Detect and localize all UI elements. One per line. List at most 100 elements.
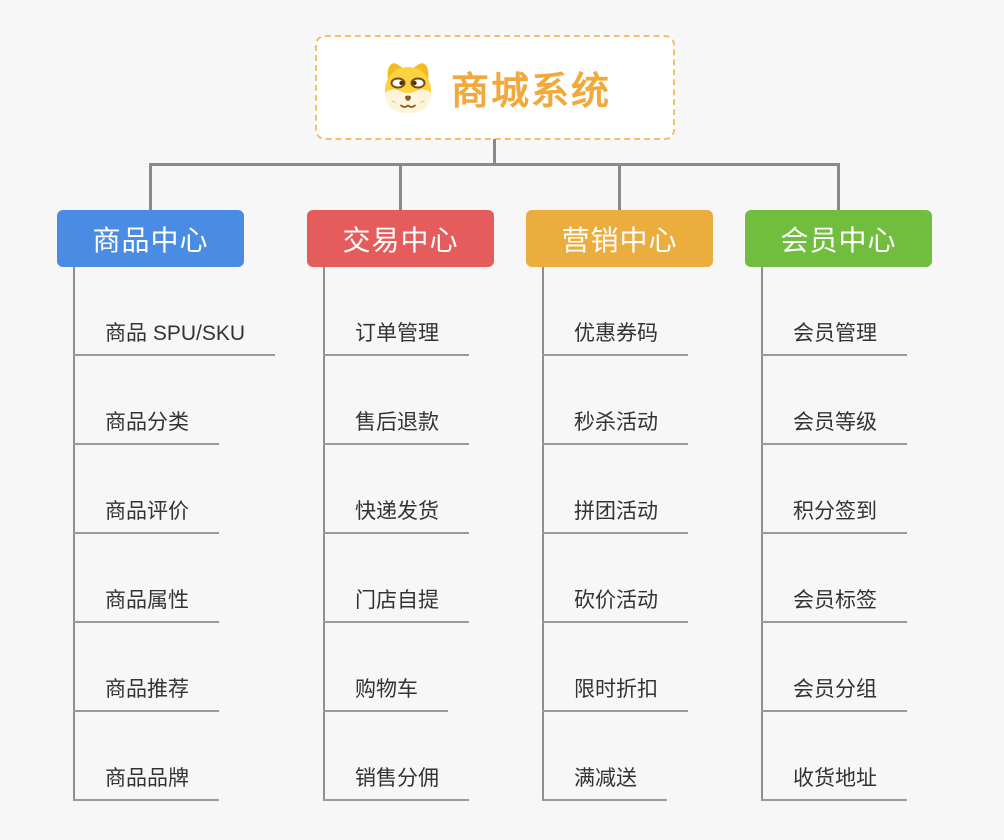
leaf-node[interactable]: 砍价活动	[542, 584, 688, 623]
branch-trunk-line	[323, 267, 325, 801]
doge-icon	[379, 61, 437, 115]
leaf-label: 商品属性	[105, 589, 189, 612]
leaf-node[interactable]: 购物车	[323, 673, 448, 712]
leaf-label: 拼团活动	[574, 500, 658, 523]
leaf-node[interactable]: 秒杀活动	[542, 406, 688, 445]
leaf-row: 快递发货	[307, 445, 469, 534]
branch-trunk-line	[761, 267, 763, 801]
leaf-row: 优惠券码	[526, 267, 688, 356]
branch-box[interactable]: 交易中心	[307, 210, 494, 267]
connector-line	[149, 163, 152, 212]
leaf-row: 商品 SPU/SKU	[57, 267, 276, 356]
leaf-node[interactable]: 商品 SPU/SKU	[73, 317, 276, 356]
leaf-label: 商品品牌	[105, 767, 189, 790]
connector-line	[149, 163, 840, 166]
leaf-node[interactable]: 门店自提	[323, 584, 469, 623]
leaf-row: 砍价活动	[526, 534, 688, 623]
branch-label: 商品中心	[92, 224, 209, 256]
leaf-label: 售后退款	[355, 411, 439, 434]
leaf-node[interactable]: 售后退款	[323, 406, 469, 445]
leaf-row: 收货地址	[745, 712, 907, 801]
leaf-row: 会员管理	[745, 267, 907, 356]
leaf-node[interactable]: 会员分组	[761, 673, 907, 712]
leaf-node[interactable]: 会员管理	[761, 317, 907, 356]
leaf-label: 会员管理	[793, 322, 877, 345]
leaf-label: 限时折扣	[574, 678, 658, 701]
leaf-label: 门店自提	[355, 589, 439, 612]
leaf-label: 商品分类	[105, 411, 189, 434]
leaf-node[interactable]: 满减送	[542, 762, 667, 801]
leaf-label: 订单管理	[355, 322, 439, 345]
leaf-node[interactable]: 拼团活动	[542, 495, 688, 534]
connector-line	[837, 163, 840, 212]
leaf-node[interactable]: 快递发货	[323, 495, 469, 534]
leaf-node[interactable]: 订单管理	[323, 317, 469, 356]
leaf-node[interactable]: 优惠券码	[542, 317, 688, 356]
branch-box[interactable]: 商品中心	[57, 210, 244, 267]
leaf-row: 商品品牌	[57, 712, 275, 801]
leaf-row: 商品属性	[57, 534, 275, 623]
leaf-row: 限时折扣	[526, 623, 688, 712]
leaf-label: 收货地址	[793, 767, 877, 790]
leaf-label: 会员等级	[793, 411, 877, 434]
leaf-row: 售后退款	[307, 356, 469, 445]
leaf-label: 满减送	[574, 767, 637, 790]
leaf-label: 秒杀活动	[574, 411, 658, 434]
leaf-label: 商品评价	[105, 500, 189, 523]
root-node[interactable]: 商城系统	[315, 35, 675, 140]
leaf-row: 会员等级	[745, 356, 907, 445]
leaf-node[interactable]: 会员标签	[761, 584, 907, 623]
branch-column: 商品中心 商品 SPU/SKU 商品分类 商品评价 商品属性	[57, 210, 307, 801]
branch-box[interactable]: 会员中心	[745, 210, 932, 267]
leaf-label: 会员标签	[793, 589, 877, 612]
leaf-node[interactable]: 收货地址	[761, 762, 907, 801]
branch-leaves: 优惠券码 秒杀活动 拼团活动 砍价活动 限时折扣	[526, 267, 688, 801]
leaf-row: 商品评价	[57, 445, 275, 534]
leaf-node[interactable]: 商品属性	[73, 584, 219, 623]
leaf-node[interactable]: 商品分类	[73, 406, 219, 445]
branch-leaves: 商品 SPU/SKU 商品分类 商品评价 商品属性 商品推荐	[57, 267, 276, 801]
connector-line	[618, 163, 621, 212]
leaf-row: 会员标签	[745, 534, 907, 623]
leaf-row: 门店自提	[307, 534, 469, 623]
branch-trunk-line	[542, 267, 544, 801]
leaf-node[interactable]: 销售分佣	[323, 762, 469, 801]
leaf-row: 积分签到	[745, 445, 907, 534]
leaf-label: 快递发货	[355, 500, 439, 523]
leaf-row: 会员分组	[745, 623, 907, 712]
leaf-row: 商品分类	[57, 356, 275, 445]
branch-label: 营销中心	[561, 224, 678, 256]
leaf-row: 商品推荐	[57, 623, 275, 712]
leaf-row: 拼团活动	[526, 445, 688, 534]
branch-trunk-line	[73, 267, 75, 801]
leaf-node[interactable]: 商品品牌	[73, 762, 219, 801]
leaf-row: 秒杀活动	[526, 356, 688, 445]
branch-box[interactable]: 营销中心	[526, 210, 713, 267]
leaf-label: 砍价活动	[574, 589, 658, 612]
leaf-label: 会员分组	[793, 678, 877, 701]
leaf-row: 销售分佣	[307, 712, 469, 801]
root-title: 商城系统	[450, 71, 611, 113]
leaf-label: 商品推荐	[105, 678, 189, 701]
leaf-label: 积分签到	[793, 500, 877, 523]
connector-line	[493, 139, 496, 166]
leaf-node[interactable]: 积分签到	[761, 495, 907, 534]
branch-label: 会员中心	[780, 224, 897, 256]
leaf-row: 订单管理	[307, 267, 469, 356]
leaf-row: 购物车	[307, 623, 469, 712]
leaf-label: 商品 SPU/SKU	[105, 322, 246, 345]
leaf-label: 销售分佣	[355, 767, 439, 790]
branch-column: 会员中心 会员管理 会员等级 积分签到 会员标签	[745, 210, 995, 801]
connector-line	[399, 163, 402, 212]
branch-leaves: 订单管理 售后退款 快递发货 门店自提 购物车 销	[307, 267, 469, 801]
branch-label: 交易中心	[342, 224, 459, 256]
leaf-node[interactable]: 商品评价	[73, 495, 219, 534]
leaf-node[interactable]: 商品推荐	[73, 673, 219, 712]
leaf-node[interactable]: 会员等级	[761, 406, 907, 445]
branch-column: 交易中心 订单管理 售后退款 快递发货 门店自提	[307, 210, 557, 801]
leaf-label: 优惠券码	[574, 322, 658, 345]
branch-leaves: 会员管理 会员等级 积分签到 会员标签 会员分组	[745, 267, 907, 801]
leaf-row: 满减送	[526, 712, 688, 801]
leaf-node[interactable]: 限时折扣	[542, 673, 688, 712]
